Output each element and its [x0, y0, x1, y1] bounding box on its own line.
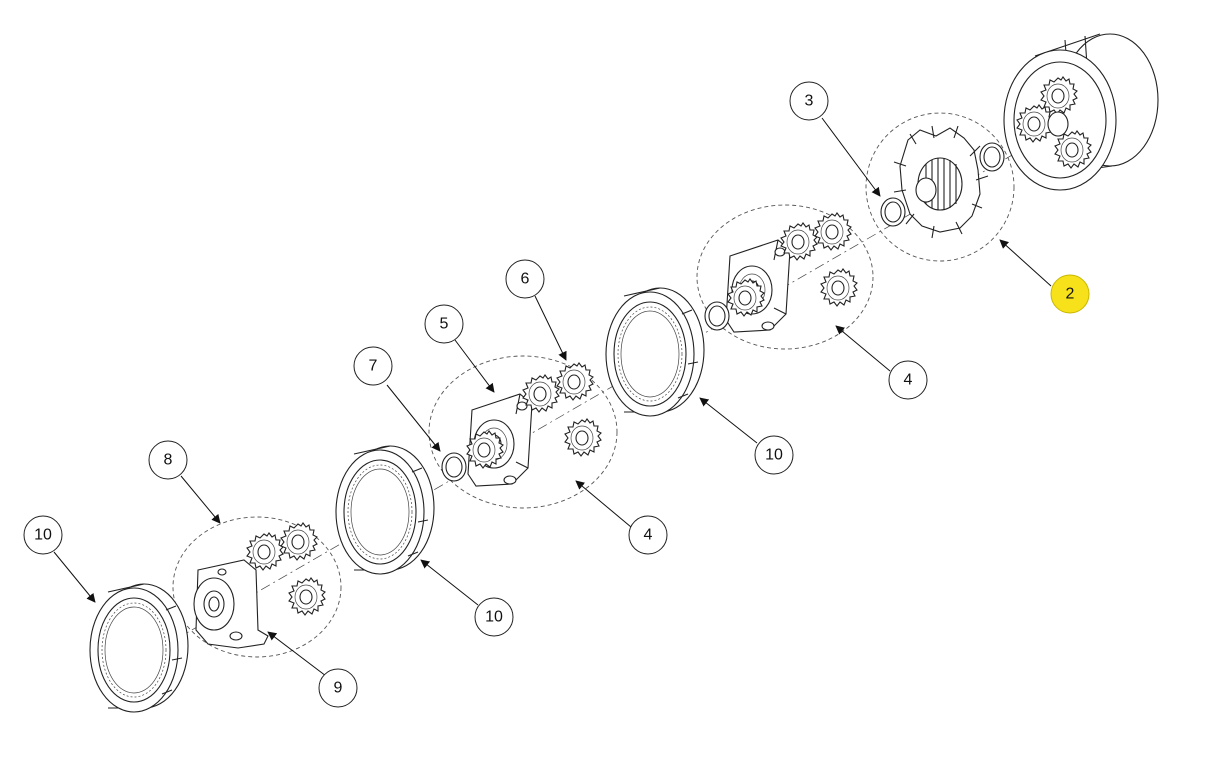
callout-10-lower-label: 10	[34, 527, 52, 544]
callout-9-label: 9	[334, 680, 343, 697]
callout-8[interactable]: 8	[148, 440, 188, 480]
callout-9[interactable]: 9	[318, 668, 358, 708]
callout-3[interactable]: 3	[789, 81, 829, 121]
callout-5-label: 5	[440, 316, 449, 333]
callout-4-upper[interactable]: 4	[888, 360, 928, 400]
callout-10-upper-label: 10	[765, 447, 783, 464]
callout-4-middle-label: 4	[644, 527, 653, 544]
callout-10-lower[interactable]: 10	[23, 515, 63, 555]
callout-2[interactable]: 2	[1050, 274, 1090, 314]
callout-10-middle-label: 10	[485, 609, 503, 626]
assembled-gearbox	[1003, 33, 1159, 191]
ring-gear-lower	[89, 583, 189, 713]
ring-gear-middle	[335, 445, 435, 575]
upper-planetary-stage	[696, 204, 874, 350]
callout-7[interactable]: 7	[353, 346, 393, 386]
callout-8-label: 8	[164, 452, 173, 469]
sun-gear-assembly	[865, 112, 1015, 262]
callout-3-label: 3	[805, 93, 814, 110]
middle-planetary-stage	[428, 355, 618, 509]
callout-4-upper-label: 4	[904, 372, 913, 389]
callout-4-middle[interactable]: 4	[628, 515, 668, 555]
callout-10-upper[interactable]: 10	[754, 435, 794, 475]
callout-10-middle[interactable]: 10	[474, 597, 514, 637]
output-carrier-stage	[172, 516, 342, 658]
callout-5[interactable]: 5	[424, 304, 464, 344]
callout-7-label: 7	[369, 358, 378, 375]
callouts: 2 3 4 4 5 6 7 8	[23, 81, 1090, 708]
leader-lines	[53, 117, 1052, 677]
callout-6-label: 6	[521, 271, 530, 288]
callout-6[interactable]: 6	[505, 259, 545, 299]
ring-gear-upper	[605, 287, 705, 417]
callout-2-label: 2	[1066, 286, 1075, 303]
